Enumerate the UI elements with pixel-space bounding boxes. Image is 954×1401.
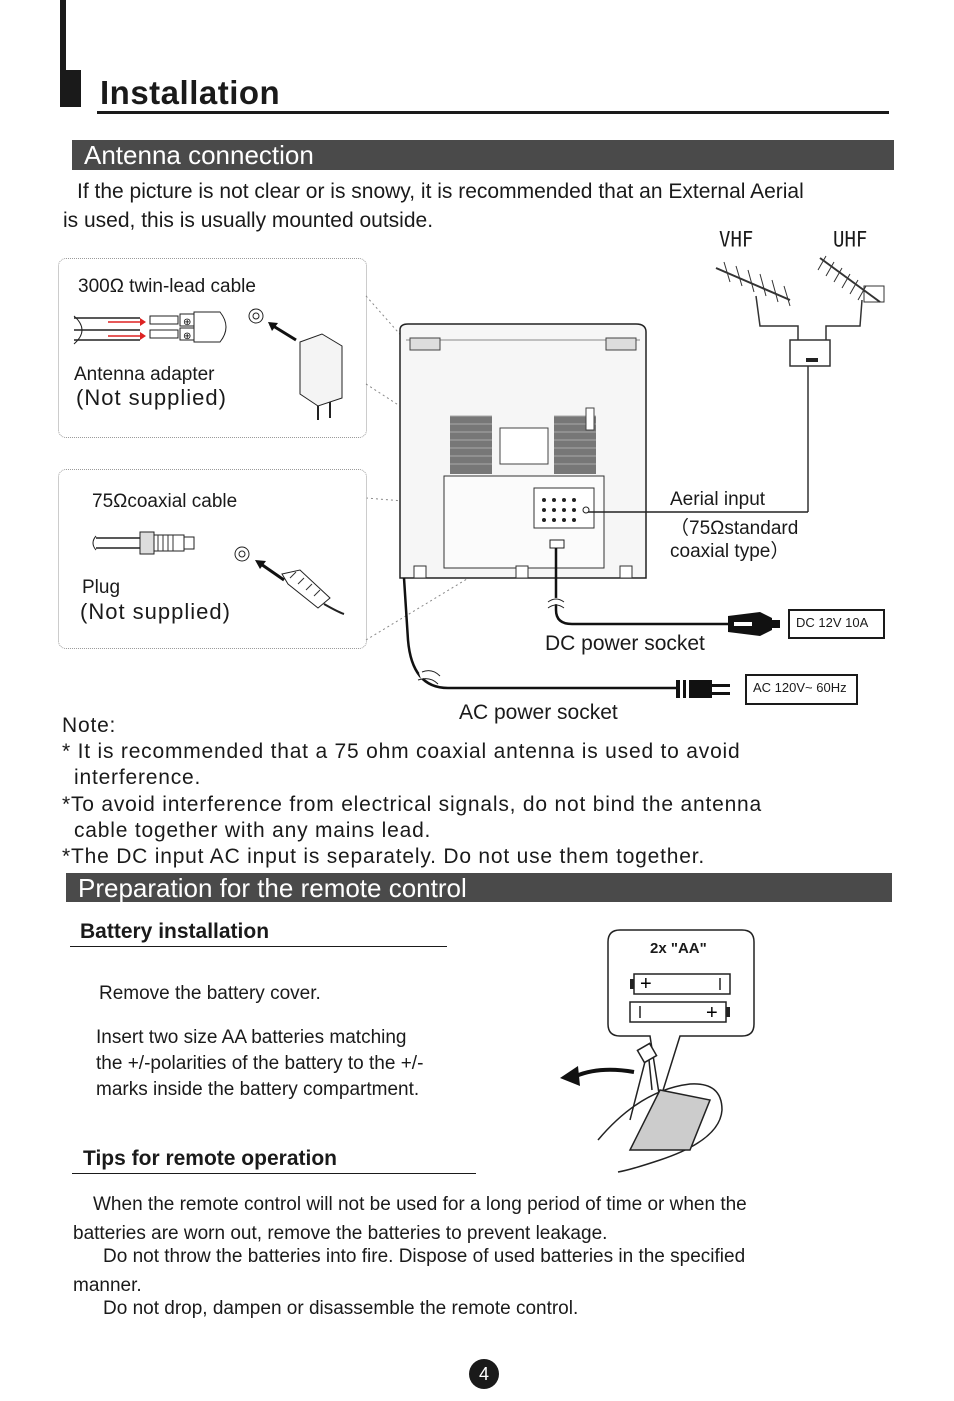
plug-label: Plug [82, 577, 121, 598]
aerial-input-label: Aerial input [670, 489, 766, 510]
svg-text:⊕: ⊕ [183, 331, 191, 342]
coaxial-cable-icon [92, 531, 195, 555]
car-adapter-plug-icon [728, 612, 780, 636]
tip-1-line-1: When the remote control will not be used… [93, 1194, 747, 1215]
ac-rating-text: AC 120V~ 60Hz [753, 680, 847, 695]
note-line-1: * It is recommended that a 75 ohm coaxia… [62, 740, 741, 763]
ac-socket-label: AC power socket [459, 701, 618, 724]
antenna-section-header: Antenna connection [72, 140, 894, 170]
svg-text:+: + [640, 973, 652, 995]
remote-control-icon [597, 1042, 723, 1173]
coaxial-box [58, 469, 367, 649]
twin-lead-box [58, 258, 367, 438]
ac-plug-icon [676, 680, 730, 698]
dc-power-cable [546, 548, 728, 626]
tv-rear-illustration [399, 323, 647, 579]
page-title: Installation [100, 74, 281, 111]
note-line-2: interference. [74, 766, 202, 789]
plug-icon [234, 546, 345, 615]
header-accent-block [60, 70, 81, 107]
antenna-section-title: Antenna connection [84, 140, 314, 170]
uhf-label: UHF [833, 227, 868, 253]
battery-step-1: Remove the battery cover. [99, 983, 321, 1004]
title-underline [97, 111, 889, 114]
aerial-input-type: coaxial type） [670, 541, 790, 562]
note-line-4: cable together with any mains lead. [74, 819, 432, 842]
header-accent-bar [60, 0, 66, 80]
twin-lead-cable-icon: ⊕ ⊕ [73, 311, 227, 345]
antenna-adapter-icon [248, 308, 343, 420]
battery-step-2-line-2: the +/-polarities of the battery to the … [96, 1053, 424, 1074]
intro-line-2: is used, this is usually mounted outside… [63, 209, 434, 232]
svg-text:+: + [706, 1002, 718, 1024]
note-heading: Note: [62, 714, 117, 737]
battery-callout-label: 2x "AA" [650, 940, 707, 957]
battery-step-2-line-3: marks inside the battery compartment. [96, 1079, 420, 1100]
intro-line-1: If the picture is not clear or is snowy,… [77, 180, 804, 203]
ac-power-cable [402, 577, 676, 690]
remote-section-title: Preparation for the remote control [78, 873, 467, 903]
battery-step-2-line-1: Insert two size AA batteries matching [96, 1027, 407, 1048]
ac-rating-box: AC 120V~ 60Hz [745, 674, 858, 705]
tip-1-line-2: batteries are worn out, remove the batte… [73, 1223, 608, 1244]
tip-2-line-1: Do not throw the batteries into fire. Di… [103, 1246, 746, 1267]
antenna-adapter-label: Antenna adapter [74, 364, 215, 385]
dc-socket-label: DC power socket [545, 632, 705, 655]
aerial-input-impedance: （75Ωstandard [670, 518, 799, 539]
svg-text:⊕: ⊕ [183, 317, 191, 328]
note-line-5: *The DC input AC input is separately. Do… [62, 845, 706, 868]
page-number: 4 [469, 1359, 499, 1389]
battery-installation-heading: Battery installation [80, 920, 270, 943]
not-supplied-label-1: (Not supplied) [76, 385, 227, 410]
tips-heading-rule [72, 1173, 476, 1174]
remote-section-header: Preparation for the remote control [66, 873, 892, 903]
coaxial-cable-label: 75Ωcoaxial cable [92, 491, 238, 512]
not-supplied-label-2: (Not supplied) [80, 599, 231, 624]
twin-lead-label: 300Ω twin-lead cable [78, 276, 256, 297]
tips-heading: Tips for remote operation [83, 1147, 337, 1170]
battery-callout: + + [607, 929, 755, 1101]
remove-cover-arrow-icon [560, 1066, 635, 1086]
note-line-3: *To avoid interference from electrical s… [62, 793, 763, 816]
vhf-label: VHF [719, 227, 754, 253]
tip-3: Do not drop, dampen or disassemble the r… [103, 1298, 579, 1319]
tip-2-line-2: manner. [73, 1275, 142, 1296]
dc-rating-box: DC 12V 10A [788, 609, 885, 639]
dc-rating-text: DC 12V 10A [796, 615, 869, 630]
outdoor-aerials-icon [715, 255, 885, 512]
battery-heading-rule [70, 946, 447, 947]
